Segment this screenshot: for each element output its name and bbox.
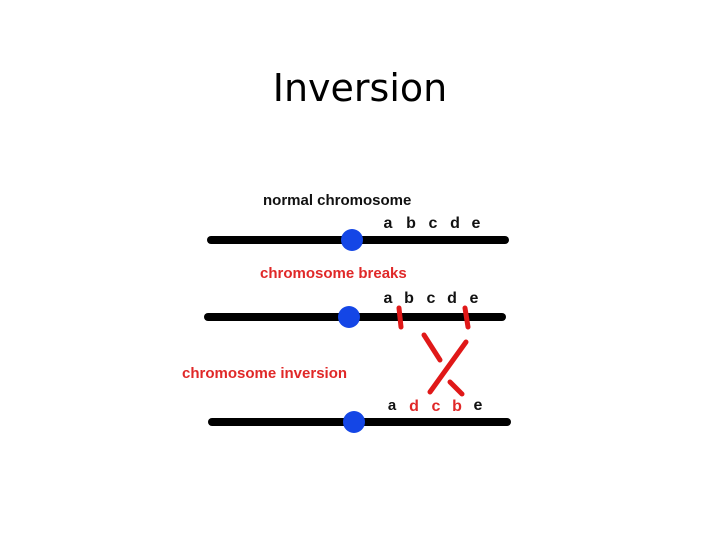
gene-e: e <box>472 215 481 232</box>
row-chromosome-inversion: chromosome inversion a d c b e <box>182 365 511 433</box>
gene-a: a <box>384 215 393 232</box>
break-mark-right <box>462 305 471 330</box>
gene-b: b <box>452 398 462 415</box>
gene-e: e <box>470 290 479 307</box>
cross-stroke-upper-left <box>421 332 443 363</box>
cross-stroke-long <box>427 339 469 395</box>
inversion-cross <box>421 332 469 397</box>
gene-e: e <box>474 397 483 414</box>
gene-c: c <box>429 215 438 232</box>
row-normal-chromosome: normal chromosome a b c d e <box>207 192 509 251</box>
centromere <box>343 411 365 433</box>
gene-a: a <box>388 397 397 414</box>
gene-c: c <box>432 398 441 415</box>
row-label-breaks: chromosome breaks <box>260 265 407 282</box>
centromere <box>338 306 360 328</box>
row-label-normal: normal chromosome <box>263 192 411 209</box>
row-chromosome-breaks: chromosome breaks a b c d e <box>204 265 506 330</box>
gene-b: b <box>406 215 416 232</box>
row-label-inversion: chromosome inversion <box>182 365 347 382</box>
gene-c: c <box>427 290 436 307</box>
centromere <box>341 229 363 251</box>
slide-title: Inversion <box>272 66 448 110</box>
gene-d: d <box>409 398 419 415</box>
break-mark-left <box>396 305 404 330</box>
gene-a: a <box>384 290 393 307</box>
gene-d: d <box>450 215 460 232</box>
cross-stroke-lower-right <box>447 379 465 397</box>
gene-b: b <box>404 290 414 307</box>
gene-d: d <box>447 290 457 307</box>
